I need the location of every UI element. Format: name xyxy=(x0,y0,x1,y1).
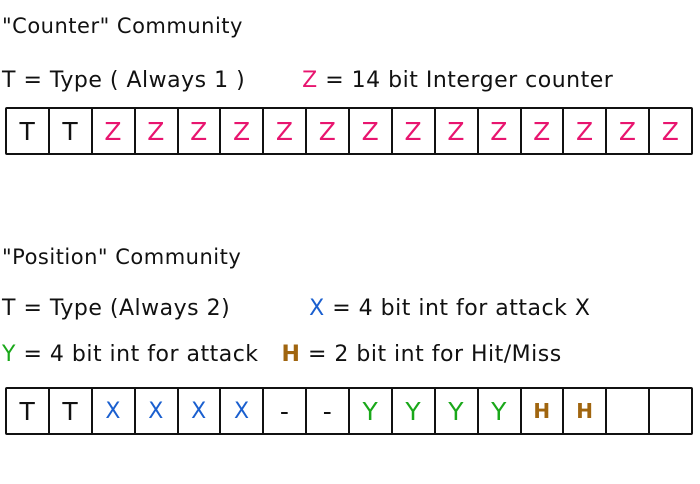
counter-bit-cell: T xyxy=(50,109,93,153)
counter-bit-cell: T xyxy=(7,109,50,153)
position-bit-cell: H xyxy=(564,389,608,433)
counter-bit-cell: Z xyxy=(221,109,265,153)
counter-title: "Counter" Community xyxy=(2,14,243,38)
position-legend-x-text: = 4 bit int for attack X xyxy=(324,296,591,321)
position-legend-x-symbol: X xyxy=(309,296,325,321)
position-bit-cell: X xyxy=(136,389,179,433)
position-legend-type-text: = Type (Always 2) xyxy=(15,296,231,321)
position-bit-cell: X xyxy=(221,389,265,433)
counter-bit-cell: Z xyxy=(264,109,308,153)
position-bit-cell: Y xyxy=(479,389,522,433)
counter-legend-type-symbol: T xyxy=(2,68,16,93)
counter-bit-cell: Z xyxy=(393,109,436,153)
counter-bit-cell: Z xyxy=(661,116,680,146)
position-bit-cell xyxy=(607,389,651,433)
position-legend-y-symbol: Y xyxy=(2,342,16,367)
position-legend-type-symbol: T xyxy=(2,296,16,321)
counter-legend: T = Type ( Always 1 ) Z = 14 bit Interge… xyxy=(2,68,613,93)
position-legend-line-2: Y = 4 bit int for attack H = 2 bit int f… xyxy=(2,342,562,367)
position-bit-cell: Y xyxy=(393,389,436,433)
counter-bit-cell: Z xyxy=(436,109,479,153)
position-legend-line-1: T = Type (Always 2) X = 4 bit int for at… xyxy=(2,296,590,321)
counter-bit-cell: Z xyxy=(350,109,393,153)
position-bit-cell: - xyxy=(307,389,350,433)
position-bit-cell: X xyxy=(179,389,222,433)
position-bit-cell: Y xyxy=(350,389,393,433)
position-legend-h-symbol: H xyxy=(281,342,301,367)
position-legend-y-text: = 4 bit int for attack xyxy=(15,342,259,367)
counter-legend-type-text: = Type ( Always 1 ) xyxy=(15,68,246,93)
position-legend-h-text: = 2 bit int for Hit/Miss xyxy=(300,342,562,367)
position-bit-cell: H xyxy=(522,389,565,433)
counter-bit-cell: Z xyxy=(564,109,608,153)
counter-bit-cell: Z xyxy=(307,109,350,153)
counter-legend-z-text: = 14 bit Interger counter xyxy=(317,68,614,93)
counter-bit-cell: Z xyxy=(179,109,222,153)
counter-bit-cell: Z xyxy=(93,109,136,153)
counter-bit-cell: Z xyxy=(522,109,565,153)
counter-bit-cell: Z xyxy=(479,109,522,153)
position-bit-cell xyxy=(650,389,691,433)
position-bit-cell: Y xyxy=(436,389,479,433)
counter-legend-z-symbol: Z xyxy=(302,68,318,93)
position-bit-cell: X xyxy=(93,389,136,433)
position-bit-cell: T xyxy=(50,389,93,433)
position-title: "Position" Community xyxy=(2,245,242,269)
counter-bit-cell: Z xyxy=(136,109,179,153)
position-bit-cell: T xyxy=(7,389,50,433)
position-bit-cell: - xyxy=(264,389,308,433)
counter-bit-cell: Z xyxy=(607,109,651,153)
